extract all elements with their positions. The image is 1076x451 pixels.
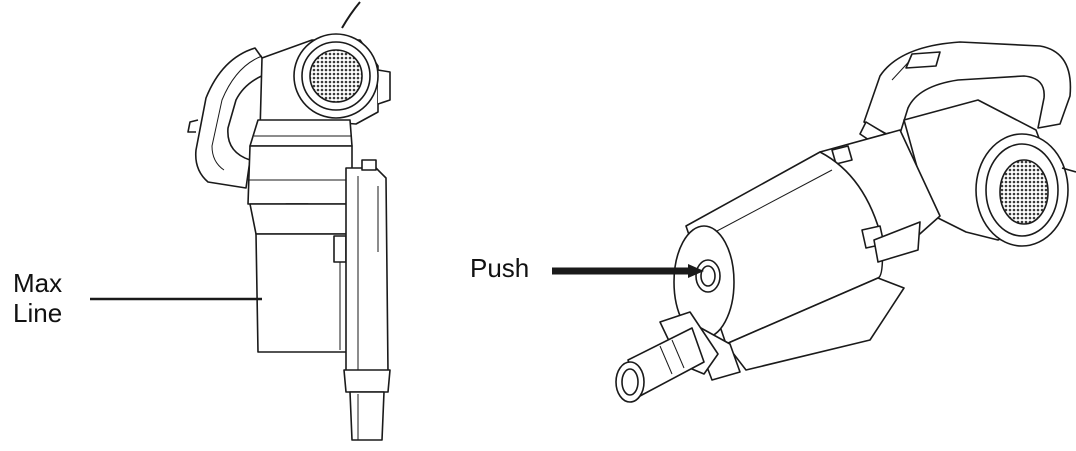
exhaust-filter-icon <box>309 49 363 103</box>
angled-motor-head <box>903 99 1076 247</box>
side-view-vacuum <box>90 1 391 441</box>
motor-head <box>259 33 391 133</box>
upper-body <box>247 145 353 205</box>
max-line-label-line-1: Max <box>13 268 63 298</box>
angled-view-vacuum <box>552 41 1076 403</box>
angled-nozzle <box>615 311 719 403</box>
angled-exhaust-filter-icon <box>999 159 1049 225</box>
handle <box>187 47 273 189</box>
angled-dust-bin <box>685 151 921 345</box>
push-label: Push <box>470 253 530 283</box>
front-tube <box>343 159 391 441</box>
angled-handle <box>859 41 1072 151</box>
front-cap <box>673 225 735 339</box>
power-button-icon <box>905 51 941 69</box>
dust-bin <box>249 203 357 353</box>
max-line-label: Max Line <box>13 268 62 328</box>
max-line-label-line-2: Line <box>13 298 63 328</box>
